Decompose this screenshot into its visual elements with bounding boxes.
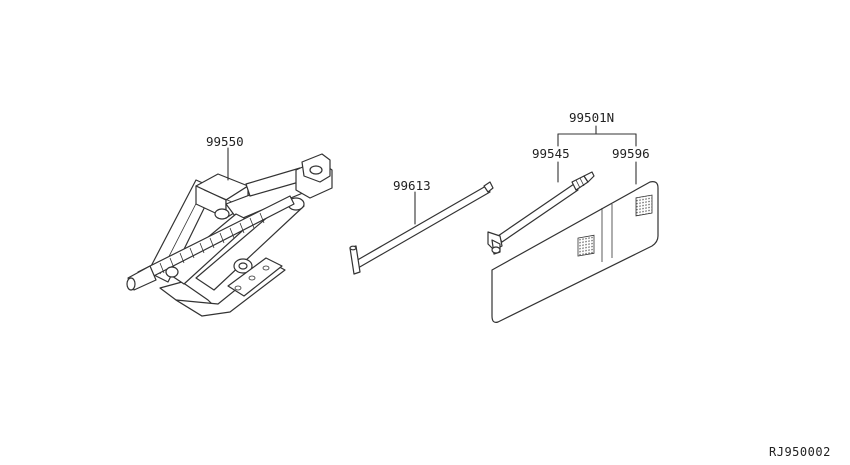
- bag-part-number: 99596: [612, 146, 650, 161]
- tool-bag: [491, 181, 659, 323]
- scissor-jack: [126, 153, 333, 317]
- wrench-part-number: 99545: [532, 146, 570, 161]
- bar-part-number: 99613: [393, 178, 431, 193]
- kit-bracket-lines: [557, 125, 637, 147]
- diagram-code: RJ950002: [769, 445, 831, 459]
- kit-part-number: 99501N: [569, 110, 614, 125]
- wheel-wrench: [487, 171, 595, 255]
- velcro-patch-upper: [635, 194, 653, 217]
- velcro-patch-lower: [577, 234, 595, 257]
- jack-handle-bar: [349, 181, 494, 275]
- jack-part-number: 99550: [206, 134, 244, 149]
